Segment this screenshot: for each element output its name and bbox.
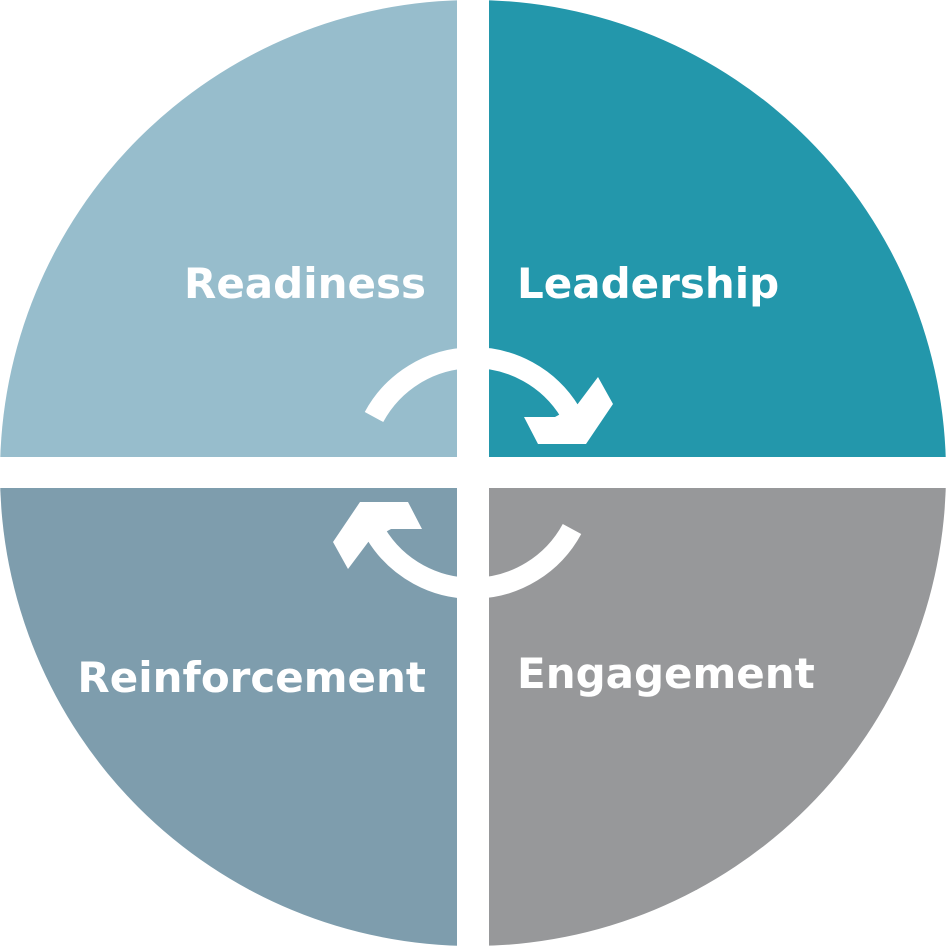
label-leadership: Leadership: [517, 259, 779, 308]
label-readiness: Readiness: [184, 259, 426, 308]
label-engagement: Engagement: [517, 649, 815, 698]
bottom-arc-arrow-icon: [367, 523, 582, 599]
bottom-arrowhead-icon: [333, 502, 422, 569]
label-reinforcement: Reinforcement: [77, 653, 426, 702]
top-arc-arrow-icon: [364, 347, 579, 423]
top-arrowhead-icon: [524, 377, 613, 444]
cycle-arrows: [333, 347, 613, 599]
